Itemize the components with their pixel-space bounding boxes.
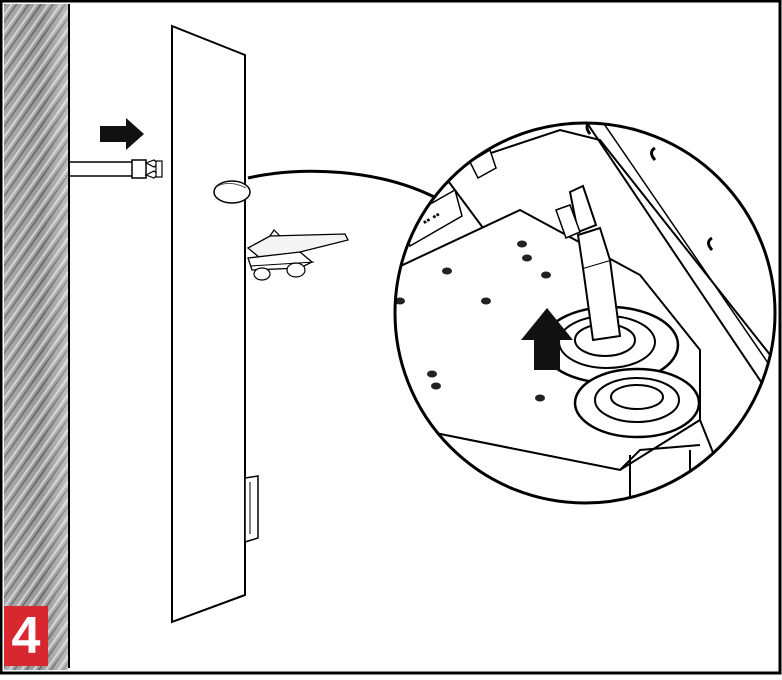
cpe-device-panel bbox=[171, 24, 259, 624]
step-number-badge: 4 bbox=[4, 606, 48, 666]
lan-port-plug bbox=[213, 180, 251, 204]
arrow-up-icon bbox=[521, 308, 573, 370]
zoom-callout-line bbox=[247, 169, 441, 202]
ethernet-cable bbox=[70, 159, 163, 179]
pole-mount-bracket bbox=[246, 229, 349, 281]
zoom-detail-bubble: ▪▪ ▪▪ bbox=[393, 121, 777, 505]
arrow-right-icon bbox=[100, 118, 144, 150]
wall bbox=[4, 4, 70, 670]
